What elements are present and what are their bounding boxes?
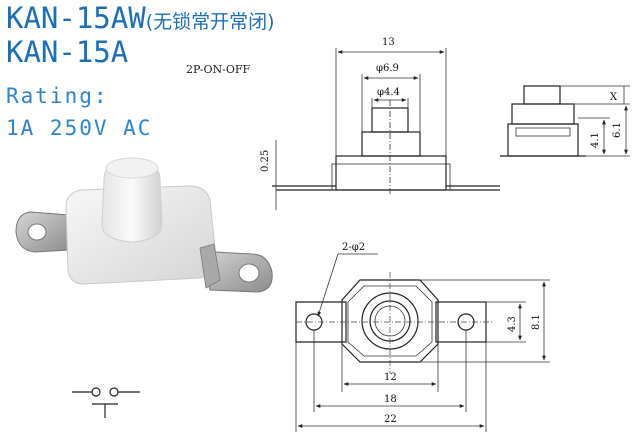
switch-symbol <box>72 387 140 418</box>
rating-value: 1A 250V AC <box>6 116 153 140</box>
dim-inner-height: 4.3 <box>507 316 518 332</box>
dim-span-22: 22 <box>384 414 397 425</box>
dim-width-13: 13 <box>382 37 395 48</box>
switch-photo <box>15 157 273 293</box>
dim-outer-height: 8.1 <box>531 314 542 330</box>
model-title-aw: KAN-15AW(无锁常开常闭) <box>6 4 275 33</box>
dim-cap-inner: φ4.4 <box>377 87 400 98</box>
dim-span-12: 12 <box>384 372 397 383</box>
model-title-a: KAN-15A <box>6 35 129 69</box>
model-a-note: 2P-ON-OFF <box>186 63 251 76</box>
front-view-drawing: 13 φ6.9 φ4.4 0.25 <box>260 37 500 210</box>
dim-body-height: 4.1 <box>590 132 601 148</box>
dim-base-height: 0.25 <box>260 150 271 172</box>
dim-travel-x: X <box>610 92 618 103</box>
dim-total-height: 6.1 <box>612 122 623 138</box>
dim-span-18: 18 <box>384 394 397 405</box>
dim-holes: 2-φ2 <box>342 242 365 253</box>
side-view-drawing: X 4.1 6.1 <box>500 85 630 157</box>
top-view-drawing: 2-φ2 4.3 8.1 12 18 22 <box>295 242 550 432</box>
rating-label: Rating: <box>6 84 109 108</box>
dim-cap-outer: φ6.9 <box>376 63 399 74</box>
model-aw-name: KAN-15AW <box>6 1 146 35</box>
model-aw-note: (无锁常开常闭) <box>145 11 275 33</box>
